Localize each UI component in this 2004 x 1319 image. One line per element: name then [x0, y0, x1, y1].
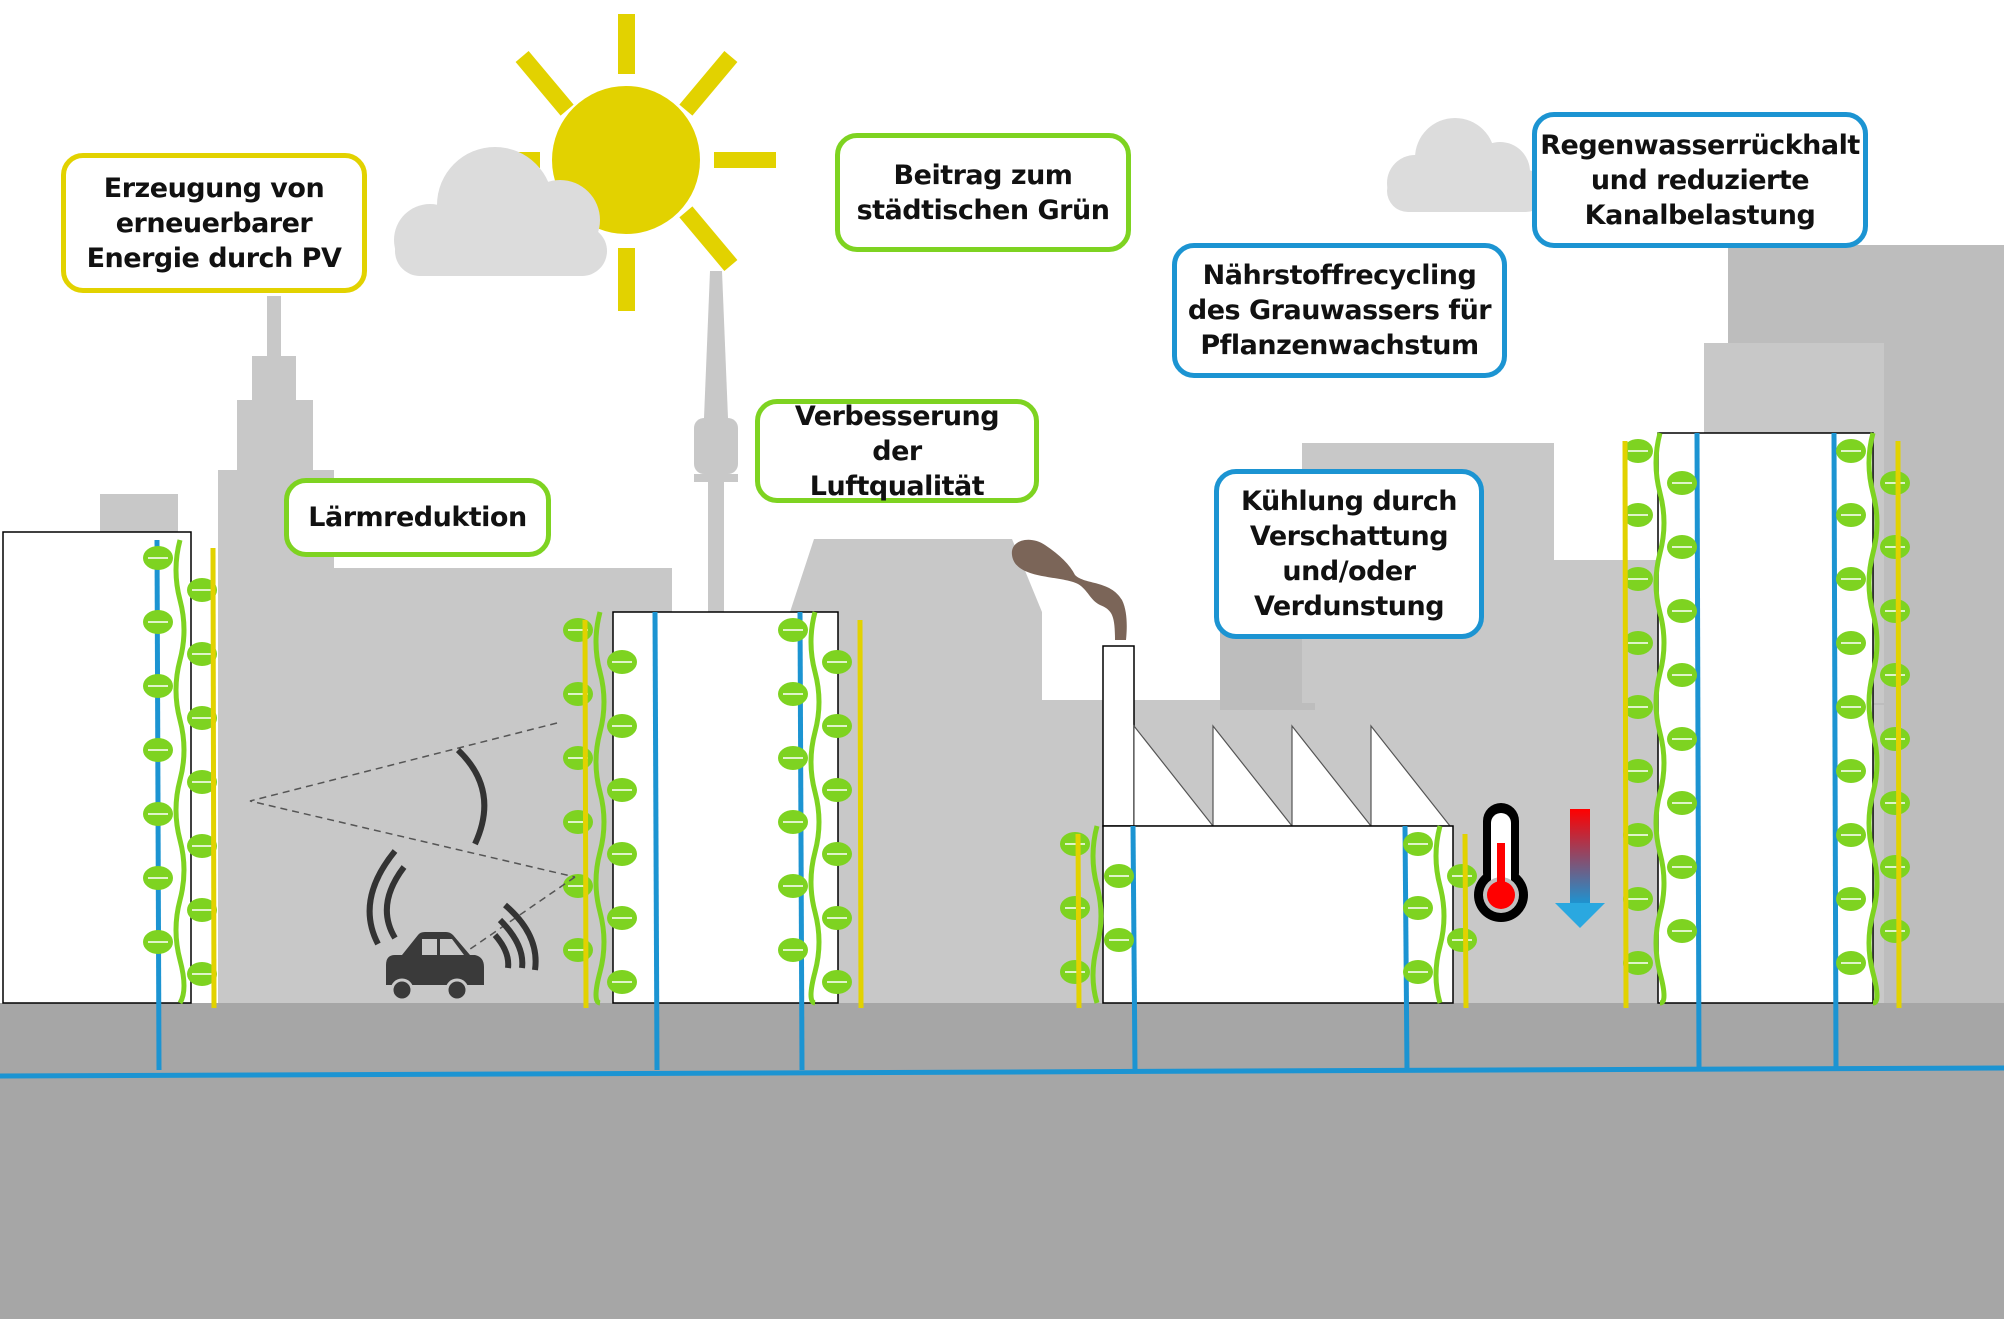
temperature-down-arrow-icon: [1555, 809, 1605, 928]
cloud-icon: [1387, 118, 1547, 212]
vine-icon: [808, 611, 822, 1006]
label-nutrient-recycling: Nährstoffrecycling des Grauwassers für P…: [1172, 243, 1507, 378]
smoke-icon: [1011, 539, 1127, 640]
vine-icon: [1433, 825, 1447, 1004]
factory-icon: [1102, 645, 1454, 1004]
vine-icon: [1653, 432, 1667, 1006]
pv-panel-line: [582, 619, 589, 1009]
water-pipe: [1694, 432, 1702, 1069]
thermometer-icon: [1474, 803, 1528, 922]
water-pipe: [1831, 432, 1839, 1069]
label-pv-energy: Erzeugung von erneuerbarer Energie durch…: [61, 153, 367, 293]
vine-icon: [1090, 825, 1104, 1004]
pv-panel-line: [1462, 833, 1469, 1009]
cloud-icon: [394, 147, 607, 276]
water-pipe: [1402, 825, 1410, 1071]
green-facade: [1402, 825, 1477, 1071]
green-facade: [1622, 432, 1702, 1069]
vine-icon: [173, 539, 187, 1005]
green-facade: [143, 539, 217, 1071]
water-pipe: [652, 611, 660, 1071]
pv-panel-line: [857, 619, 864, 1009]
ground: [0, 1003, 2004, 1319]
green-facade: [778, 611, 864, 1071]
green-facade: [1831, 432, 1910, 1069]
label-rainwater: Regenwasserrückhalt und reduzierte Kanal…: [1532, 112, 1868, 248]
car-icon: [386, 932, 484, 1002]
pv-panel-line: [210, 547, 217, 1009]
pv-panel-line: [1622, 440, 1629, 1009]
label-urban-green: Beitrag zum städtischen Grün: [835, 133, 1131, 252]
water-pipe: [1130, 825, 1138, 1071]
pv-panel-line: [1895, 440, 1902, 1009]
green-facade: [563, 611, 660, 1071]
green-facade: [1060, 825, 1138, 1071]
label-noise-reduction: Lärmreduktion: [284, 478, 551, 557]
label-air-quality: Verbesserung der Luftqualität: [755, 399, 1039, 503]
noise-reflection-lines: [249, 722, 576, 957]
pv-panel-line: [1075, 833, 1082, 1009]
water-pipe: [797, 611, 805, 1071]
vine-icon: [593, 611, 607, 1006]
drain-pipe: [0, 1065, 2004, 1079]
vine-icon: [1866, 432, 1880, 1006]
sound-wave-icon: [366, 747, 539, 971]
label-cooling: Kühlung durch Verschattung und/oder Verd…: [1214, 469, 1484, 639]
